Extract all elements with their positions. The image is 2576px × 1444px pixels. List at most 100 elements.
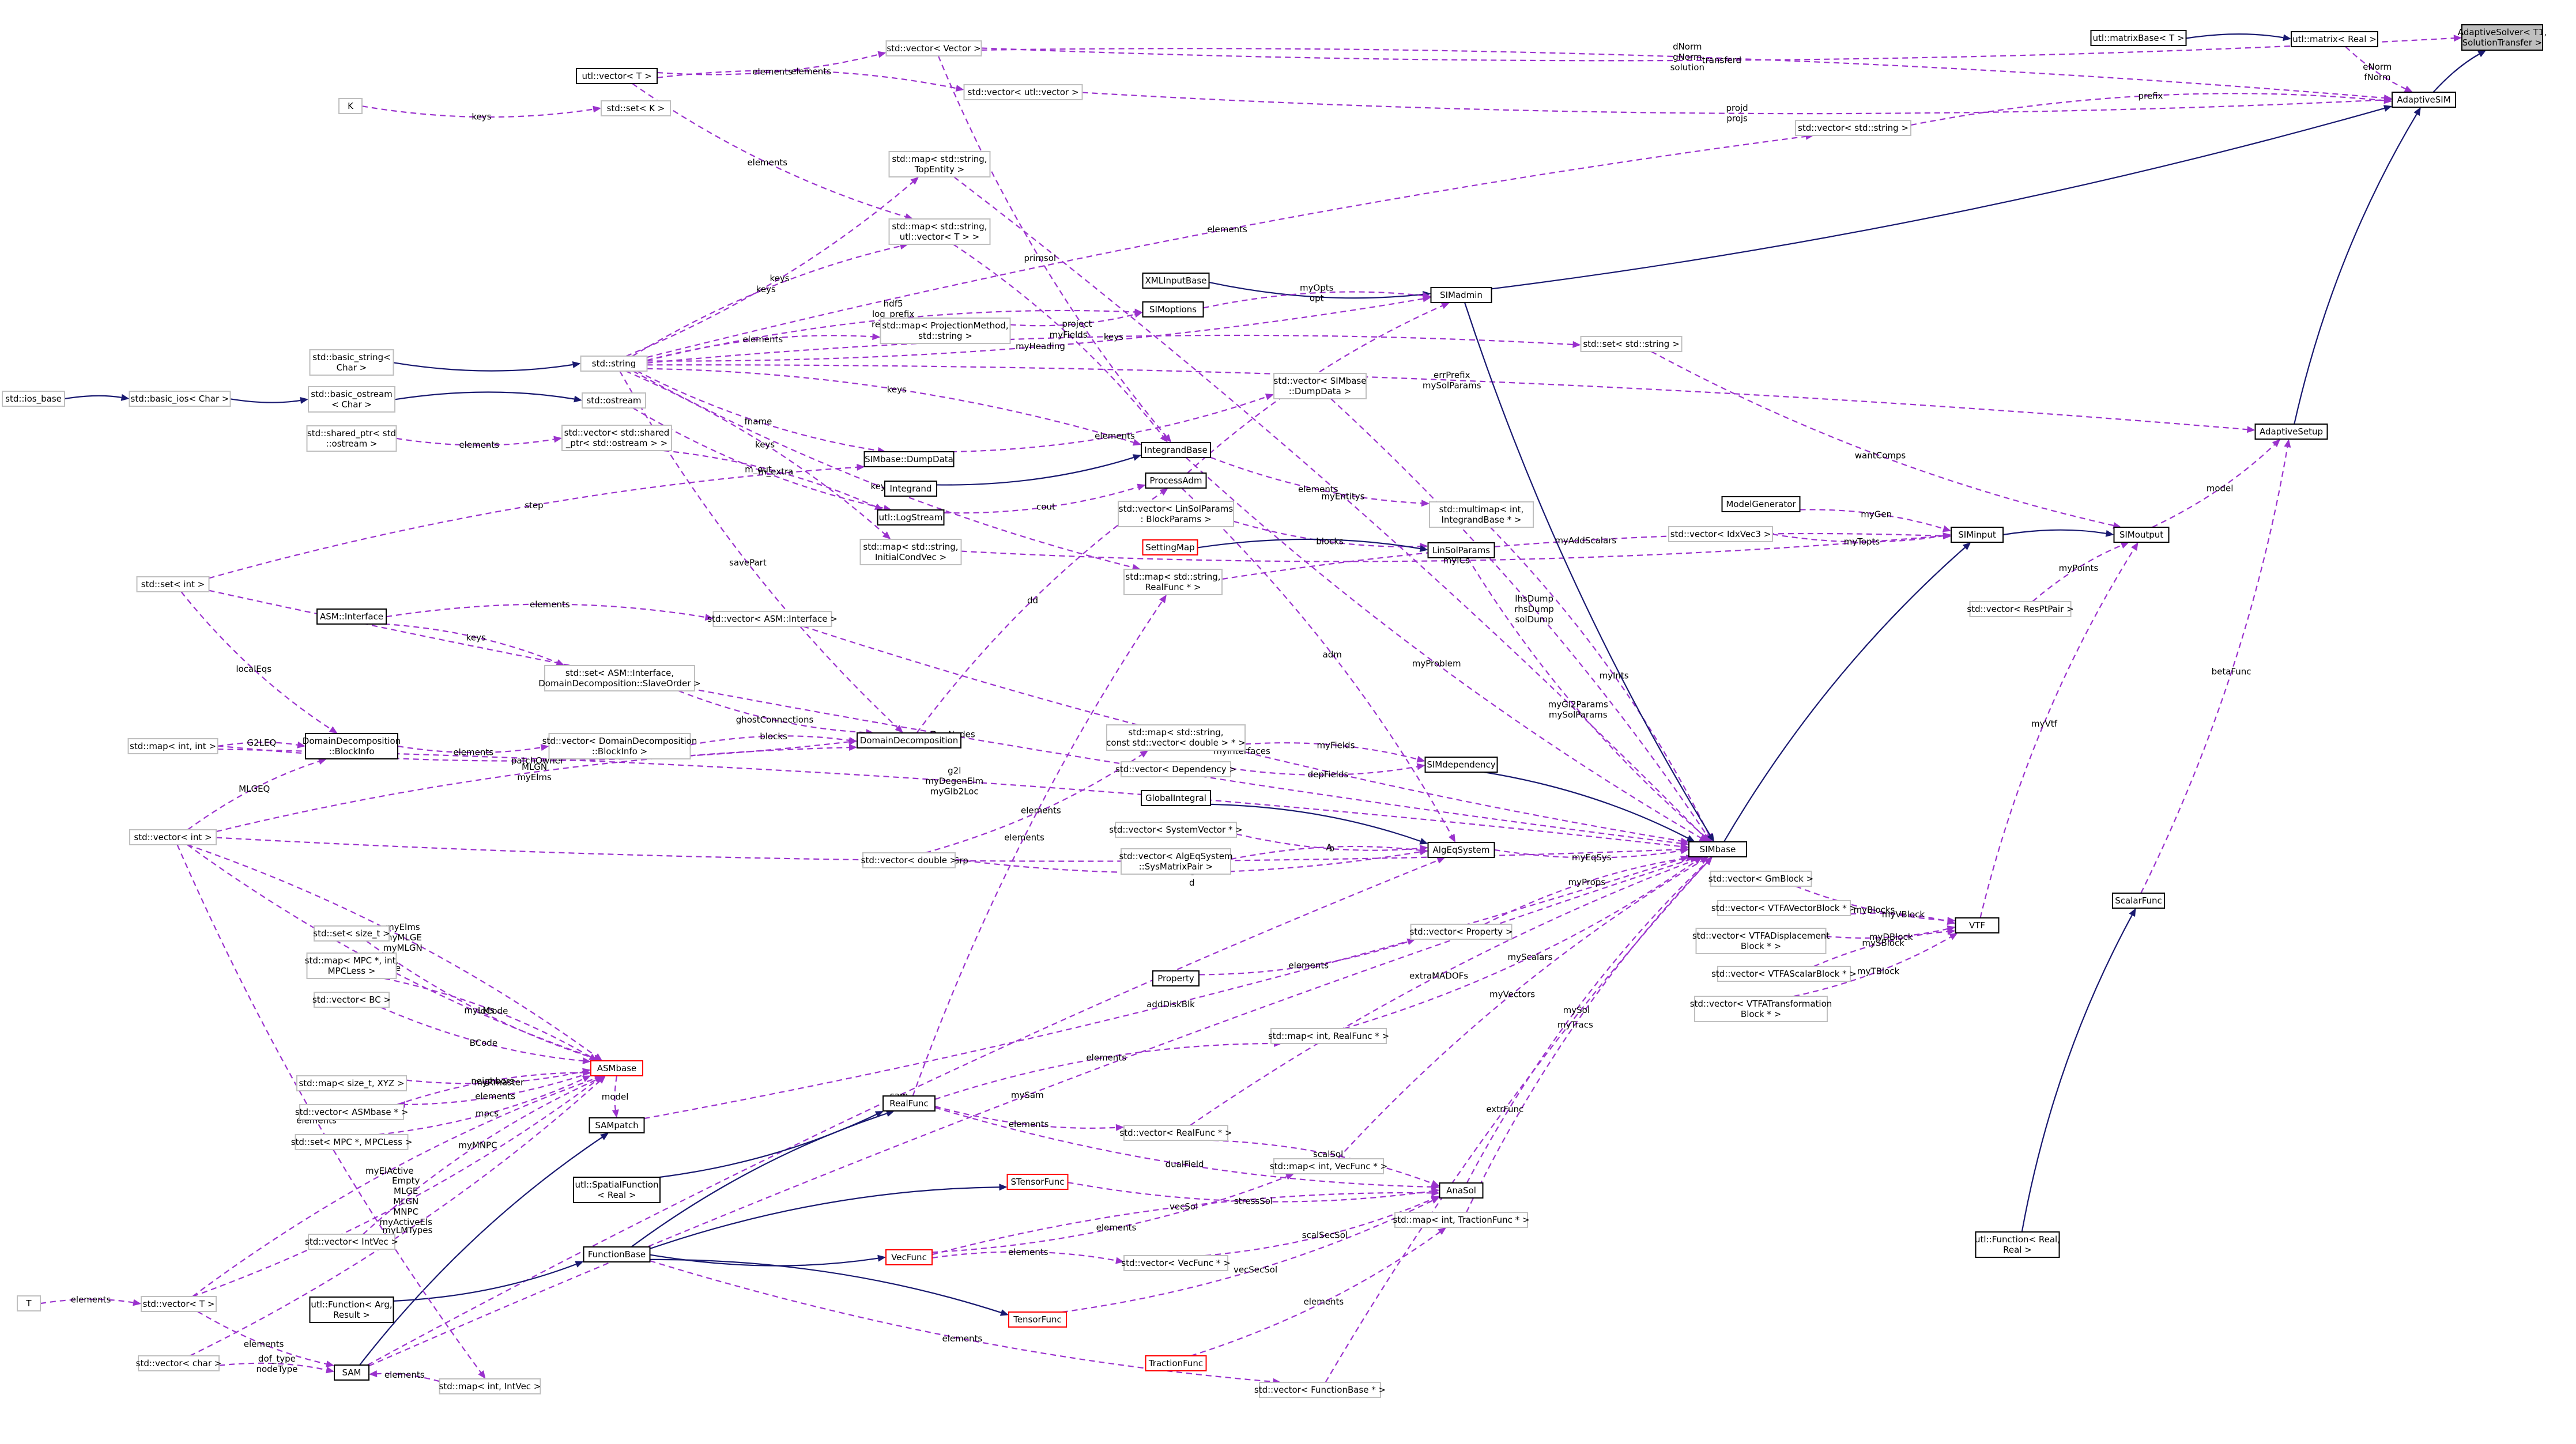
class-node-SIMdependency[interactable]: SIMdependency	[1424, 757, 1498, 773]
class-node-std_map_string_RealFunc[interactable]: std::map< std::string,RealFunc * >	[1123, 569, 1223, 595]
class-node-std_vector_string_top[interactable]: std::vector< std::string >	[1795, 120, 1911, 136]
class-node-SIMoptions[interactable]: SIMoptions	[1142, 301, 1204, 317]
class-node-std_set_MPC_MPCLess[interactable]: std::set< MPC *, MPCLess >	[291, 1134, 413, 1150]
class-node-GlobalIntegral[interactable]: GlobalIntegral	[1141, 790, 1211, 806]
class-node-AnaSol[interactable]: AnaSol	[1439, 1182, 1484, 1199]
class-node-std_vector_ResPtPair[interactable]: std::vector< ResPtPair >	[1967, 601, 2074, 617]
class-node-utl_vector_T[interactable]: utl::vector< T >	[576, 68, 658, 84]
class-node-std_vector_AlgEqSystem[interactable]: std::vector< AlgEqSystem::SysMatrixPair …	[1119, 848, 1233, 875]
class-node-SAM[interactable]: SAM	[334, 1364, 369, 1381]
class-node-VTF[interactable]: VTF	[1955, 917, 2000, 933]
class-node-std_vector_utlvector[interactable]: std::vector< utl::vector >	[963, 84, 1083, 100]
class-node-std_vector_VTFAScalarBlock[interactable]: std::vector< VTFAScalarBlock * >	[1711, 966, 1857, 982]
class-node-std_vector_VTFAVectorBlock[interactable]: std::vector< VTFAVectorBlock * >	[1711, 900, 1857, 916]
class-node-utl_LogStream[interactable]: utl::LogStream	[877, 509, 945, 526]
class-node-AlgEqSystem[interactable]: AlgEqSystem	[1427, 842, 1495, 858]
class-node-Integrand[interactable]: Integrand	[884, 481, 937, 497]
class-node-std_map_string_InitialCondVec[interactable]: std::map< std::string,InitialCondVec >	[859, 539, 962, 565]
class-node-AdaptiveSIM[interactable]: AdaptiveSIM	[2392, 92, 2456, 108]
class-node-std_vector_BC[interactable]: std::vector< BC >	[312, 992, 391, 1008]
class-node-SIMadmin[interactable]: SIMadmin	[1430, 287, 1492, 303]
class-node-std_set_size_t[interactable]: std::set< size_t >	[313, 925, 390, 942]
class-node-std_set_string[interactable]: std::set< std::string >	[1580, 336, 1683, 352]
class-node-utl_Function_Arg_Result[interactable]: utl::Function< Arg,Result >	[309, 1296, 394, 1323]
class-node-XMLInputBase[interactable]: XMLInputBase	[1142, 273, 1210, 289]
class-node-std_ios_base[interactable]: std::ios_base	[2, 391, 65, 407]
class-node-std_vector_DumpData[interactable]: std::vector< SIMbase::DumpData >	[1273, 373, 1367, 399]
class-node-AdaptiveSolver[interactable]: AdaptiveSolver< T1,SolutionTransfer >	[2458, 24, 2547, 51]
class-node-std_vector_GmBlock[interactable]: std::vector< GmBlock >	[1708, 871, 1813, 887]
class-node-std_map_string_utlvector[interactable]: std::map< std::string,utl::vector< T > >	[888, 218, 991, 245]
class-node-std_map_ProjectionMethod[interactable]: std::map< ProjectionMethod,std::string >	[880, 317, 1011, 344]
class-node-K[interactable]: K	[338, 98, 363, 114]
class-node-SIMbase_DumpData[interactable]: SIMbase::DumpData	[863, 451, 955, 467]
class-node-std_ostream[interactable]: std::ostream	[582, 392, 646, 409]
class-node-std_map_int_RealFunc[interactable]: std::map< int, RealFunc * >	[1268, 1028, 1389, 1044]
class-node-std_vector_IdxVec3[interactable]: std::vector< IdxVec3 >	[1668, 526, 1773, 542]
class-node-std_vector_shared_ptr[interactable]: std::vector< std::shared_ptr< std::ostre…	[561, 425, 672, 451]
class-node-STensorFunc[interactable]: STensorFunc	[1006, 1174, 1069, 1190]
class-node-SettingMap[interactable]: SettingMap	[1142, 539, 1198, 555]
class-node-std_map_int_VecFunc[interactable]: std::map< int, VecFunc * >	[1270, 1158, 1387, 1174]
class-node-ASMbase[interactable]: ASMbase	[590, 1060, 643, 1076]
class-node-FunctionBase[interactable]: FunctionBase	[583, 1246, 651, 1262]
class-node-std_map_string_vector_double[interactable]: std::map< std::string,const std::vector<…	[1106, 724, 1246, 751]
class-node-std_map_string_TopEntity[interactable]: std::map< std::string,TopEntity >	[888, 151, 991, 177]
class-node-LinSolParams[interactable]: LinSolParams	[1427, 542, 1495, 558]
class-node-std_set_K[interactable]: std::set< K >	[601, 100, 671, 116]
class-node-VecFunc[interactable]: VecFunc	[885, 1249, 933, 1265]
class-node-std_map_int_TractionFunc[interactable]: std::map< int, TractionFunc * >	[1393, 1212, 1530, 1228]
class-node-T[interactable]: T	[17, 1295, 41, 1311]
class-node-ProcessAdm[interactable]: ProcessAdm	[1145, 472, 1207, 489]
class-node-ASM_Interface[interactable]: ASM::Interface	[316, 608, 387, 625]
class-node-SIMbase[interactable]: SIMbase	[1688, 841, 1747, 857]
class-node-SAMpatch[interactable]: SAMpatch	[589, 1117, 645, 1133]
class-node-RealFunc[interactable]: RealFunc	[882, 1095, 936, 1112]
class-node-utl_matrixBase[interactable]: utl::matrixBase< T >	[2090, 30, 2187, 46]
class-node-utl_SpatialFunction[interactable]: utl::SpatialFunction< Real >	[573, 1177, 661, 1203]
class-node-TractionFunc[interactable]: TractionFunc	[1145, 1355, 1207, 1371]
class-node-ScalarFunc[interactable]: ScalarFunc	[2112, 893, 2165, 909]
class-node-std_map_MPC_int[interactable]: std::map< MPC *, int,MPCLess >	[305, 952, 399, 979]
class-node-std_map_int_int[interactable]: std::map< int, int >	[127, 738, 218, 754]
class-node-std_vector_T[interactable]: std::vector< T >	[141, 1296, 217, 1312]
class-node-DD_BlockInfo[interactable]: DomainDecomposition::BlockInfo	[303, 733, 401, 759]
class-node-std_vector_Dependency[interactable]: std::vector< Dependency >	[1115, 761, 1236, 777]
class-node-std_vector_char[interactable]: std::vector< char >	[136, 1355, 222, 1371]
class-node-std_vector_ASMbase[interactable]: std::vector< ASMbase * >	[295, 1104, 408, 1120]
class-node-std_basic_ios[interactable]: std::basic_ios< Char >	[129, 391, 231, 407]
class-node-SIMinput[interactable]: SIMinput	[1951, 527, 2004, 543]
class-node-DomainDecomposition[interactable]: DomainDecomposition	[857, 732, 961, 749]
class-node-std_set_ASM_Interface[interactable]: std::set< ASM::Interface,DomainDecomposi…	[538, 665, 701, 691]
class-node-std_map_int_IntVec[interactable]: std::map< int, IntVec >	[439, 1378, 541, 1394]
class-node-TensorFunc[interactable]: TensorFunc	[1008, 1311, 1067, 1328]
class-node-std_vector_DD_BlockInfo[interactable]: std::vector< DomainDecomposition::BlockI…	[542, 733, 697, 759]
class-node-std_vector_Property[interactable]: std::vector< Property >	[1409, 924, 1513, 940]
class-node-std_vector_VecFunc[interactable]: std::vector< VecFunc * >	[1121, 1255, 1231, 1271]
class-node-utl_matrix_Real[interactable]: utl::matrix< Real >	[2291, 31, 2378, 47]
class-node-std_string[interactable]: std::string	[580, 356, 648, 372]
class-node-std_basic_string[interactable]: std::basic_string<Char >	[309, 349, 394, 376]
class-node-utl_Function_Real_Real[interactable]: utl::Function< Real,Real >	[1975, 1231, 2060, 1258]
class-node-std_vector_double[interactable]: std::vector< double >	[861, 852, 957, 868]
class-node-std_vector_RealFunc[interactable]: std::vector< RealFunc * >	[1119, 1125, 1232, 1141]
class-node-IntegrandBase[interactable]: IntegrandBase	[1141, 442, 1211, 458]
class-node-std_vector_LinSolParams[interactable]: std::vector< LinSolParams: BlockParams >	[1118, 501, 1234, 527]
class-node-std_vector_int[interactable]: std::vector< int >	[129, 829, 217, 845]
class-node-std_multimap_int_IntegrandBase[interactable]: std::multimap< int,IntegrandBase * >	[1429, 501, 1534, 528]
class-node-std_basic_ostream[interactable]: std::basic_ostream< Char >	[308, 386, 395, 413]
class-node-std_vector_SystemVector[interactable]: std::vector< SystemVector * >	[1109, 822, 1243, 838]
class-node-Property[interactable]: Property	[1152, 970, 1200, 986]
class-node-std_vector_IntVec[interactable]: std::vector< IntVec >	[305, 1234, 398, 1250]
class-node-ModelGenerator[interactable]: ModelGenerator	[1721, 496, 1801, 512]
class-node-std_map_size_t_XYZ[interactable]: std::map< size_t, XYZ >	[296, 1075, 407, 1091]
class-node-AdaptiveSetup[interactable]: AdaptiveSetup	[2254, 424, 2328, 440]
class-node-std_set_int[interactable]: std::set< int >	[136, 576, 210, 592]
class-node-std_vector_Vector[interactable]: std::vector< Vector >	[885, 40, 982, 56]
class-node-std_vector_FunctionBase[interactable]: std::vector< FunctionBase * >	[1254, 1382, 1386, 1398]
class-node-std_vector_ASM_Interface[interactable]: std::vector< ASM::Interface >	[707, 611, 838, 627]
class-node-SIMoutput[interactable]: SIMoutput	[2113, 527, 2170, 543]
class-node-std_shared_ptr_ostream[interactable]: std::shared_ptr< std::ostream >	[306, 425, 397, 452]
